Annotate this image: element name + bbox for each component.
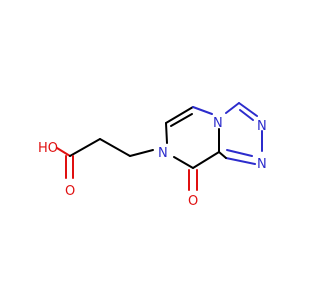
bond-oh-c <box>56 147 71 157</box>
bond-ch-nbridge <box>192 106 213 115</box>
bond-c1-c2 <box>99 138 131 157</box>
bond-ch-ch <box>165 106 194 124</box>
molecule-structure: HO O O N N N N <box>38 102 267 209</box>
bonds <box>56 102 263 191</box>
bond-c8a-stub <box>218 151 227 159</box>
bond-ch-ntop-inner <box>239 109 254 121</box>
atom-n-bridge-label: N <box>213 116 223 131</box>
atom-n-ring-label: N <box>158 146 168 161</box>
bond-c8-n <box>173 156 194 169</box>
bond-nbottom-c8a <box>225 157 256 165</box>
atom-ho-label: HO <box>38 141 58 156</box>
bond-c8a-nbottom-inner <box>226 149 253 157</box>
atom-labels: HO O O N N N N <box>38 116 267 209</box>
bond-c-c1 <box>69 138 101 157</box>
atom-n-triazole-top-label: N <box>257 119 267 134</box>
bond-c2-n <box>129 149 154 157</box>
bond-ch-ch-inner <box>170 113 193 127</box>
bond-n-ch <box>165 122 168 144</box>
bond-ch-ntop <box>238 102 258 117</box>
bond-c8a-c8 <box>192 151 220 169</box>
bond-nbridge-ch <box>225 102 240 114</box>
atom-o-ketone-label: O <box>188 194 198 209</box>
atom-o-acid-label: O <box>65 184 75 199</box>
atom-n-triazole-bottom-label: N <box>257 157 267 172</box>
